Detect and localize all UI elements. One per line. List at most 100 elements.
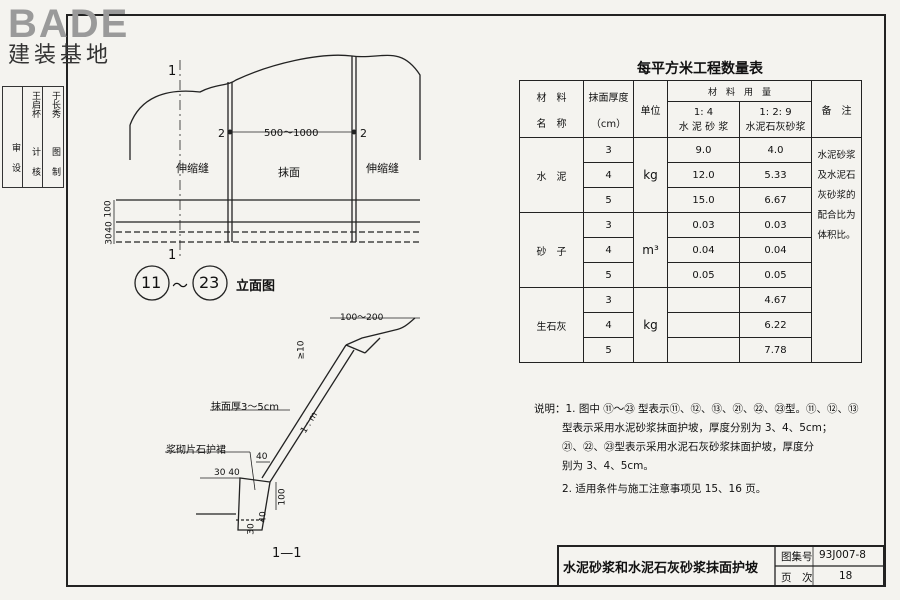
value-cell: 0.05 <box>739 262 812 288</box>
thickness-cell: 5 <box>583 262 634 288</box>
atlas-label: 图集号 <box>781 551 813 563</box>
unit-cement: kg <box>633 137 668 213</box>
joint-mark-left: 2 <box>218 127 225 140</box>
header-material-usage: 材 料 用 量 <box>667 79 812 103</box>
note-line: 型表示采用水泥砂浆抹面护坡，厚度分别为 3、4、5cm； <box>562 422 833 434</box>
notes: 说明：1. 图中 ⑪～㉓ 型表示⑪、⑫、⑬、㉑、㉒、㉓型。⑪、⑫、⑬ 型表示采用… <box>534 400 874 499</box>
thickness-cell: 3 <box>583 212 634 238</box>
joint-spacing-dimension: 500～1000 <box>264 128 319 139</box>
value-cell: 6.67 <box>739 187 812 213</box>
section-dim-30-40: 30 40 <box>214 468 240 478</box>
logo-subtitle: 建装基地 <box>8 43 113 68</box>
joint-mark-right: 2 <box>360 127 367 140</box>
drawing-title: 水泥砂浆和水泥石灰砂浆抹面护坡 <box>563 561 759 576</box>
value-cell: 4.0 <box>739 137 812 163</box>
expansion-joint-label-left: 伸缩缝 <box>176 162 209 175</box>
elevation-dim-30: 30 <box>104 233 115 245</box>
value-cell: 0.03 <box>739 212 812 238</box>
section-mark-top: 1 <box>168 64 177 79</box>
material-cement: 水 泥 <box>519 137 584 213</box>
elevation-view-label: 立面图 <box>236 279 276 294</box>
sidebar-label-3: 计 <box>30 147 40 156</box>
unit-lime: kg <box>633 287 668 363</box>
elevation-dim-100: 100 <box>103 200 114 218</box>
elevation-outline <box>129 54 421 160</box>
table-row: 生石灰 3 kg 4.67 <box>519 287 862 363</box>
table-title: 每平方米工程数量表 <box>637 61 763 77</box>
material-sand: 砂 子 <box>519 212 584 288</box>
crest-width-dimension: 100～200 <box>340 313 384 323</box>
value-cell <box>667 337 740 363</box>
table-row: 5 15.0 6.67 <box>520 187 862 213</box>
thickness-cell: 4 <box>583 312 634 338</box>
sidebar-name-1: 王启杯 <box>30 91 40 118</box>
table-row: 5 0.05 0.05 <box>520 262 862 288</box>
sidebar-label-1: 审 <box>10 143 20 152</box>
unit-sand: m³ <box>633 212 668 288</box>
section-mark-bottom: 1 <box>168 248 177 263</box>
sidebar-label-4: 核 <box>30 167 40 176</box>
value-cell <box>667 287 740 313</box>
value-cell: 0.03 <box>667 212 740 238</box>
thickness-cell: 4 <box>583 162 634 188</box>
sidebar-label-2: 设 <box>10 163 20 172</box>
value-cell: 0.04 <box>739 237 812 263</box>
thickness-cell: 5 <box>583 337 634 363</box>
note-line: 别为 3、4、5cm。 <box>562 460 654 472</box>
note-line: ㉑、㉒、㉓型表示采用水泥石灰砂浆抹面护坡，厚度分 <box>562 441 814 453</box>
toe-wall-label: 浆砌片石护裙 <box>166 445 226 456</box>
table-row: 5 7.78 <box>520 337 862 363</box>
type-number-to: 23 <box>199 273 220 292</box>
value-cell: 12.0 <box>667 162 740 188</box>
header-unit: 单位 <box>633 80 668 138</box>
table-row: 砂 子 3 m³ 0.03 0.03 <box>519 212 862 288</box>
atlas-value: 93J007-8 <box>819 549 866 561</box>
slope-crest <box>345 317 416 346</box>
value-cell: 5.33 <box>739 162 812 188</box>
title-block: 水泥砂浆和水泥石灰砂浆抹面护坡 图集号 93J007-8 页 次 18 <box>557 545 885 587</box>
logo: BADE 建装基地 <box>8 4 129 68</box>
value-cell: 4.67 <box>739 287 812 313</box>
drawing-frame <box>66 14 886 587</box>
logo-brand: BADE <box>8 2 130 46</box>
section-title: 1—1 <box>272 546 302 561</box>
value-cell: 9.0 <box>667 137 740 163</box>
page-value: 18 <box>839 570 853 582</box>
sidebar-name-2: 于长秀 <box>50 91 60 118</box>
value-cell: 0.04 <box>667 237 740 263</box>
sidebar-label-6: 制 <box>50 167 60 176</box>
crest-height-dimension: ≥10 <box>296 340 307 360</box>
table-row: 4 12.0 5.33 <box>520 162 862 188</box>
plaster-thickness-label: 抹面厚3～5cm <box>211 402 279 413</box>
value-cell: 7.78 <box>739 337 812 363</box>
revision-sidebar: 王启杯 于长秀 审 设 计 核 图 制 <box>2 86 64 188</box>
header-remark: 备 注 <box>811 80 862 138</box>
value-cell <box>667 312 740 338</box>
value-cell: 15.0 <box>667 187 740 213</box>
type-range-tilde: ～ <box>172 276 189 295</box>
thickness-cell: 5 <box>583 187 634 213</box>
header-thickness: 抹面厚度（cm） <box>583 80 634 138</box>
thickness-cell: 3 <box>583 137 634 163</box>
remark-cell: 水泥砂浆及水泥石灰砂浆的配合比为体积比。 <box>811 137 862 363</box>
page-label: 页 次 <box>781 572 813 584</box>
type-number-from: 11 <box>141 273 162 292</box>
header-material-name: 材 料名 称 <box>519 80 584 138</box>
elevation-dim-40: 40 <box>104 221 115 233</box>
material-lime: 生石灰 <box>519 287 584 363</box>
value-cell: 0.05 <box>667 262 740 288</box>
note-line: 2. 适用条件与施工注意事项见 15、16 页。 <box>562 483 767 495</box>
section-dim-40-bottom: 40 <box>258 511 269 523</box>
section-dim-40-top: 40 <box>256 452 268 462</box>
note-line: 说明：1. 图中 ⑪～㉓ 型表示⑪、⑫、⑬、㉑、㉒、㉓型。⑪、⑫、⑬ <box>534 403 859 415</box>
expansion-joint-label-right: 伸缩缝 <box>366 162 399 175</box>
table-header-row: 材 料名 称 抹面厚度（cm） 单位 材 料 用 量 备 注 <box>519 79 862 138</box>
table-row: 水 泥 3 kg 9.0 4.0 水泥砂浆及水泥石灰砂浆的配合比为体积比。 <box>519 137 862 363</box>
section-dim-30: 30 <box>246 523 257 535</box>
thickness-cell: 4 <box>583 237 634 263</box>
